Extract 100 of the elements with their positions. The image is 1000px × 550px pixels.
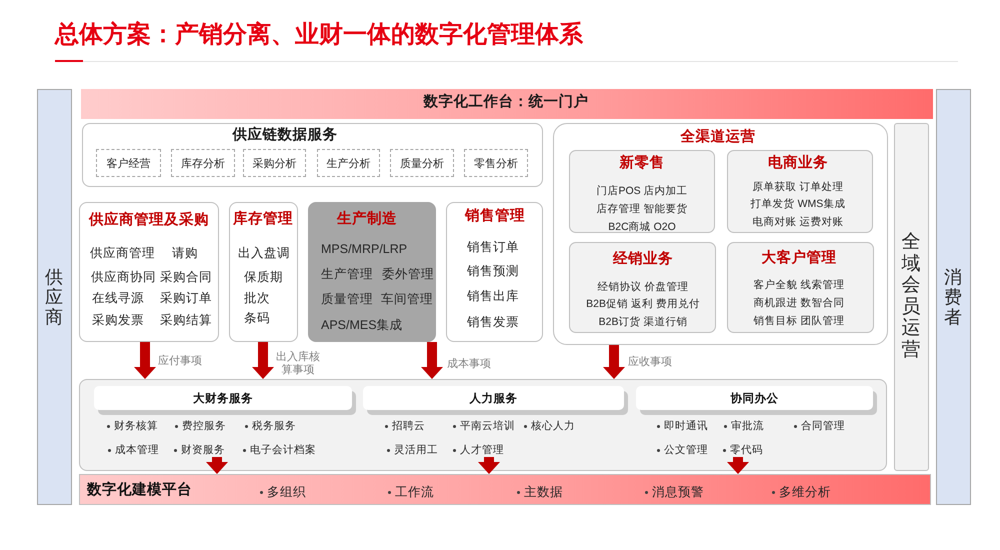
module-title: 供应商管理及采购 [89,212,209,230]
list-item: 销售目标 团队管理 [754,314,844,328]
block-arrow [206,457,228,474]
container-box [79,379,887,471]
edge-label: 应收事项 [628,356,672,368]
band-title: 数字化工作台：统一门户 [424,94,588,112]
dashed-box: 库存分析 [171,149,235,177]
list-item: 费控服务 [182,420,226,432]
list-item: 销售预测 [467,264,519,278]
module-box [308,202,436,342]
list-item: 采购发票 [92,312,144,328]
list-item: 销售订单 [467,240,519,254]
list-item: 多维分析 [779,484,831,500]
block-arrow [134,342,156,379]
list-item: 商机跟进 数智合同 [754,296,844,310]
list-item: 请购 [172,246,198,260]
module-title: 全渠道运营 [680,129,756,147]
list-item: 在线寻源 [92,290,144,306]
list-item: APS/MES集成 [321,318,403,332]
list-item: 招聘云 [392,420,425,432]
list-item: 成本管理 [115,444,159,456]
band-title: 供应链数据服务 [232,127,338,145]
list-item: 原单获取 订单处理 [752,180,844,194]
side-panel [894,123,929,471]
list-item: 客户全貌 线索管理 [754,278,844,292]
list-item: 合同管理 [801,420,845,432]
list-item: 委外管理 [382,266,434,282]
list-item: 人才管理 [460,444,504,456]
list-item: 店存管理 智能要货 [596,202,688,216]
module-box [727,242,874,333]
list-item: 消息预警 [652,484,704,500]
dashed-box: 采购分析 [243,149,306,177]
module-box [569,150,715,233]
list-item: MPS/MRP/LRP [321,242,408,256]
list-item: 采购合同 [160,270,212,284]
dashed-box: 客户经营 [96,149,161,177]
module-box [229,202,298,342]
list-item: 电商对账 运费对账 [752,216,844,228]
module-title: 库存管理 [233,211,293,229]
list-item: 经销协议 价盘管理 [598,280,688,294]
vertical-label: 全域会员运营 [901,232,921,360]
module-title: 电商业务 [768,155,828,173]
section-header: 大财务服务 [94,386,356,415]
list-item: 车间管理 [381,292,433,306]
module-title: 大客户管理 [762,250,836,268]
list-item: 主数据 [524,484,563,500]
block-arrow [252,342,274,379]
side-band [37,89,72,505]
list-item: B2C商城 O2O [608,220,676,234]
module-title: 生产制造 [337,211,397,229]
block-arrow [603,345,625,379]
list-item: 平南云培训 [460,420,515,432]
list-item: B2B促销 返利 费用兑付 [586,298,700,310]
list-item: 税务服务 [252,420,296,432]
section-header: 协同办公 [636,386,877,415]
list-item: 批次 [244,290,270,306]
list-item: 审批流 [731,420,764,432]
list-item: 供应商管理 [90,246,155,260]
list-item: 出入盘调 [238,246,290,260]
list-item: 电子会计档案 [250,444,316,456]
module-title: 销售管理 [465,208,525,226]
list-item: 采购结算 [160,312,212,328]
edge-label: 应付事项 [158,354,202,368]
dashed-box: 生产分析 [317,149,380,177]
list-item: 工作流 [395,484,434,500]
list-item: 销售出库 [467,288,519,304]
module-box [569,242,716,333]
platform-band [79,474,931,505]
list-item: 灵活用工 [394,444,438,456]
list-item: 多组织 [267,484,306,500]
block-arrow [478,457,500,474]
band-title: 数字化建模平台 [87,482,192,500]
list-item: 核心人力 [531,420,575,432]
panel [553,123,888,345]
list-item: 财资服务 [181,444,225,456]
section-header: 人力服务 [363,386,628,415]
vertical-label: 供应商 [44,267,64,327]
panel [82,123,543,187]
list-item: 公文管理 [664,444,708,456]
module-box [79,202,219,342]
page-title: 总体方案：产销分离、业财一体的数字化管理体系 [55,20,583,50]
list-item: 门店POS 店内加工 [596,184,688,198]
side-band [936,89,971,505]
module-title: 经销业务 [613,251,673,269]
edge-label: 成本事项 [447,358,491,370]
list-item: B2B订货 渠道行销 [598,316,688,328]
list-item: 财务核算 [114,420,158,432]
block-arrow [421,342,443,379]
vertical-label: 消费者 [944,267,962,327]
list-item: 条码 [244,310,270,326]
list-item: 保质期 [244,270,283,284]
list-item: 质量管理 [321,292,373,306]
list-item: 打单发货 WMS集成 [750,198,846,210]
list-item: 生产管理 [321,266,373,282]
list-item: 即时通讯 [664,420,708,432]
block-arrow [727,457,749,474]
module-box [446,202,543,342]
list-item: 零代码 [730,444,763,456]
dashed-box: 零售分析 [464,149,528,177]
module-box [727,150,873,233]
